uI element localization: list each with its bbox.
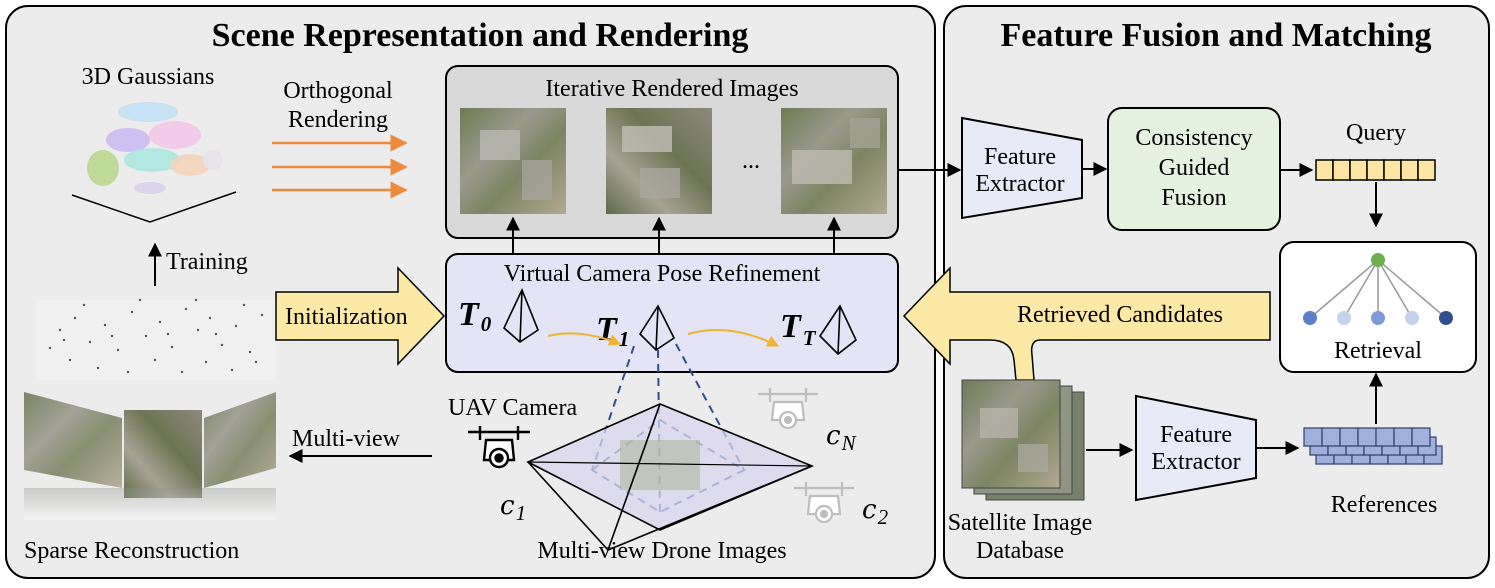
initialization-arrow: [275, 266, 446, 366]
fusion-line2: Guided: [1159, 155, 1230, 181]
rendered-image-1: [460, 108, 566, 214]
c1-label: c1: [500, 491, 526, 525]
cN-label: cN: [826, 421, 857, 455]
rendered-images-title: Iterative Rendered Images: [545, 76, 798, 102]
satellite-image-stack: [961, 379, 1085, 501]
feature-extractor-top-line1: Feature: [984, 144, 1056, 170]
orthogonal-label-line2: Rendering: [288, 107, 388, 133]
rendered-image-2: [606, 108, 712, 214]
gaussians-icon: [71, 102, 237, 223]
reference-vectors: [1303, 427, 1443, 465]
orthogonal-arrows: [272, 134, 408, 199]
rendered-ellipsis: ...: [742, 148, 760, 174]
query-label: Query: [1346, 120, 1406, 146]
sparse-reconstruction-label: Sparse Reconstruction: [24, 538, 239, 564]
drone-images-label: Multi-view Drone Images: [537, 538, 786, 564]
uav-camera-label: UAV Camera: [448, 395, 577, 421]
drone-image-footprint: [526, 403, 815, 551]
fusion-line1: Consistency: [1135, 125, 1252, 151]
initialization-label: Initialization: [285, 304, 408, 330]
satellite-label-line2: Database: [976, 538, 1064, 564]
camera-frustum-icon-0: [503, 288, 539, 344]
multiview-images: [24, 392, 276, 520]
pose-TT: TT: [780, 308, 817, 350]
left-panel-title: Scene Representation and Rendering: [212, 17, 749, 54]
camera-frustum-icon-1: [638, 304, 676, 352]
pose-refinement-title: Virtual Camera Pose Refinement: [504, 261, 821, 287]
feature-extractor-bottom-line1: Feature: [1160, 422, 1232, 448]
feature-extractor-top: [961, 116, 1083, 220]
retrieval-label: Retrieval: [1334, 338, 1422, 364]
feature-extractor-bottom: [1135, 394, 1257, 502]
orthogonal-label-line1: Orthogonal: [283, 78, 393, 104]
drone-icon-c2: [794, 482, 854, 524]
pose-refinement-box: [445, 253, 899, 373]
satellite-label-line1: Satellite Image: [948, 510, 1093, 536]
gaussians-label: 3D Gaussians: [82, 64, 215, 90]
fusion-line3: Fusion: [1161, 185, 1226, 211]
c2-label: c2: [862, 495, 889, 529]
retrieved-candidates-arrow: [902, 266, 1271, 381]
retrieval-tree-icon: [1303, 253, 1453, 325]
point-cloud: [36, 298, 276, 380]
retrieved-candidates-label: Retrieved Candidates: [1017, 302, 1223, 328]
drone-icon-c1: [468, 426, 530, 469]
feature-extractor-top-line2: Extractor: [975, 171, 1064, 197]
pose-trajectory-arrows: [547, 329, 780, 347]
references-label: References: [1331, 492, 1438, 518]
pose-T0: T0: [458, 296, 492, 336]
training-label: Training: [166, 249, 248, 275]
feature-extractor-bottom-line2: Extractor: [1151, 449, 1240, 475]
drone-icon-cN: [758, 388, 818, 430]
rendered-image-3: [781, 108, 887, 214]
query-vector: [1315, 159, 1436, 181]
right-panel-title: Feature Fusion and Matching: [1000, 17, 1431, 54]
camera-frustum-icon-T: [818, 304, 857, 356]
multiview-label: Multi-view: [292, 426, 401, 452]
pose-to-render-arrows: [506, 216, 841, 254]
